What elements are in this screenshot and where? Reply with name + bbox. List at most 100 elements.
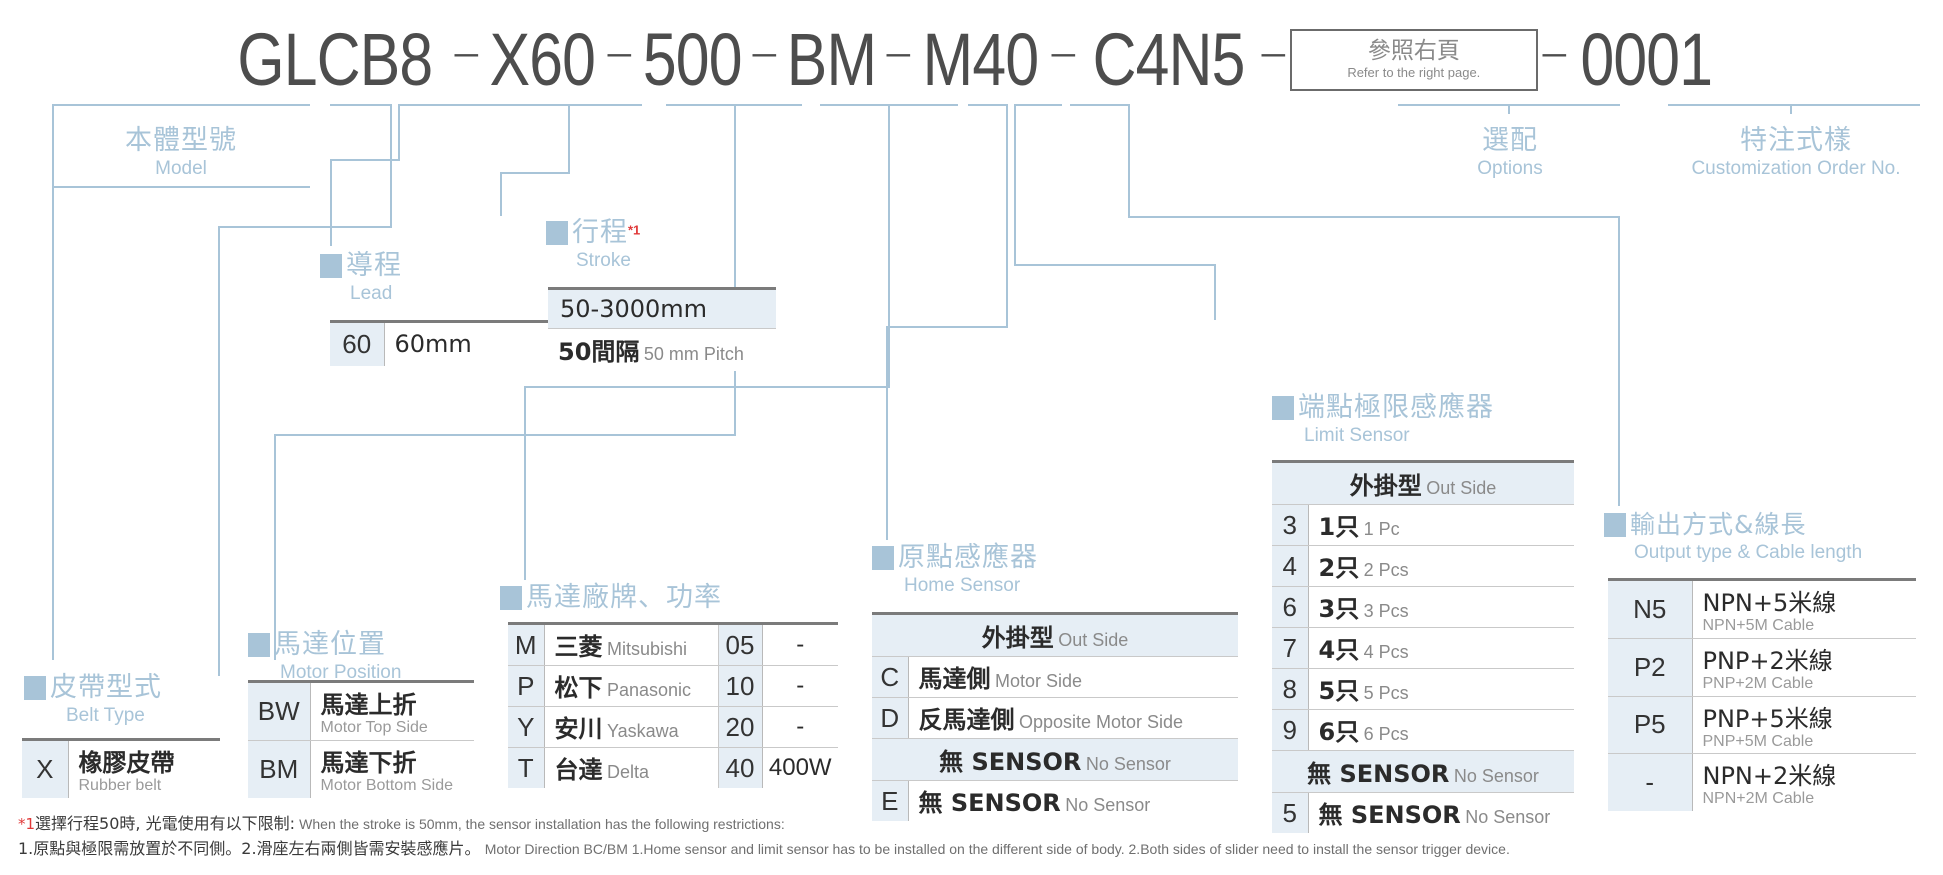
table-row: D 反馬達側 Opposite Motor Side [872, 697, 1238, 739]
leader-line [1508, 104, 1510, 114]
motor-position-code: BM [248, 740, 311, 798]
limit-sensor-cn: 5只 [1318, 677, 1360, 705]
table-row: T 台達 Delta 40 400W [508, 747, 838, 788]
footnote-line-1: *1選擇行程50時, 光電使用有以下限制: When the stroke is… [18, 812, 1938, 836]
home-sensor-code: D [872, 697, 909, 739]
motor-power-code: 40 [718, 747, 763, 788]
section-limit-sensor: 端點極限感應器 Limit Sensor [1272, 385, 1494, 447]
leader-line [218, 226, 392, 228]
motor-brand-value: 松下 Panasonic [544, 665, 719, 707]
table-home-sensor: 外掛型 Out Side C 馬達側 Motor Side D 反馬達側 Opp… [872, 612, 1238, 821]
code-segment-model: GLCB8 [237, 18, 433, 101]
home-sensor-en: No Sensor [1065, 795, 1151, 815]
table-row: 50-3000mm [548, 288, 776, 329]
section-belt-type-en: Belt Type [66, 705, 145, 726]
table-motor-position: BW 馬達上折 Motor Top Side BM 馬達下折 Motor Bot… [248, 680, 474, 798]
code-segment-stroke: 500 [642, 18, 742, 101]
motor-position-cn: 馬達下折 [320, 748, 417, 777]
home-sensor-code: C [872, 656, 909, 698]
section-limit-sensor-cn: 端點極限感應器 [1298, 392, 1494, 423]
limit-sensor-en: 1 Pc [1363, 519, 1400, 539]
leader-line [398, 104, 400, 159]
section-belt-type: 皮帶型式 Belt Type [24, 665, 162, 727]
leader-line [1014, 264, 1214, 266]
motor-power-code: 05 [718, 623, 763, 666]
leader-line [1128, 216, 1618, 218]
leader-line [1618, 216, 1620, 506]
limit-sensor-code: 7 [1272, 627, 1309, 669]
output-type-value: PNP+2米線 PNP+2M Cable [1692, 638, 1916, 697]
section-lead: 導程 Lead [320, 243, 402, 305]
output-type-code: P5 [1608, 696, 1693, 755]
limit-sensor-code: 4 [1272, 545, 1309, 587]
limit-sensor-cn: 4只 [1318, 636, 1360, 664]
section-lead-en: Lead [350, 283, 393, 304]
table-row: 外掛型 Out Side [1272, 461, 1574, 505]
table-row: C 馬達側 Motor Side [872, 656, 1238, 698]
code-separator: - [748, 42, 780, 65]
motor-brand-cn: 安川 [554, 715, 603, 743]
code-separator: - [1538, 42, 1570, 65]
code-segment-motor-position: BM [786, 18, 876, 101]
home-sensor-value: 無 SENSOR No Sensor [908, 781, 1238, 822]
output-type-cn: NPN+5米線 [1702, 589, 1837, 617]
home-sensor-group2-en: No Sensor [1085, 754, 1171, 774]
limit-sensor-cn: 2只 [1318, 554, 1360, 582]
stroke-pitch: 50間隔 50 mm Pitch [548, 329, 776, 371]
leader-line [524, 386, 526, 580]
home-sensor-code: E [872, 780, 909, 821]
output-type-cn: PNP+5米線 [1702, 704, 1833, 733]
table-row: 無 SENSOR No Sensor [872, 738, 1238, 781]
footnote-line1-cn: 選擇行程50時, 光電使用有以下限制: [35, 814, 295, 833]
section-model: 本體型號 Model [78, 118, 284, 180]
output-type-code: - [1608, 753, 1693, 812]
section-home-sensor-en: Home Sensor [904, 575, 1021, 596]
table-output-type: N5 NPN+5米線 NPN+5M Cable P2 PNP+2米線 PNP+2… [1608, 578, 1916, 812]
motor-brand-code: T [508, 747, 545, 788]
bullet-square-icon [546, 221, 568, 245]
section-motor-position-cn: 馬達位置 [274, 629, 386, 660]
lead-code: 60 [330, 321, 385, 366]
limit-sensor-code: 9 [1272, 709, 1309, 751]
limit-sensor-group1-cn: 外掛型 [1349, 472, 1422, 500]
motor-power-value: 400W [768, 754, 832, 781]
stroke-pitch-en: 50 mm Pitch [643, 343, 744, 364]
motor-position-cn: 馬達上折 [320, 691, 417, 719]
section-stroke-note: *1 [628, 222, 641, 238]
table-row: 8 5只 5 Pcs [1272, 668, 1574, 710]
leader-line [734, 104, 736, 434]
leader-line [1006, 104, 1008, 326]
table-row: 4 2只 2 Pcs [1272, 545, 1574, 587]
footnote-line1-en: When the stroke is 50mm, the sensor inst… [299, 816, 785, 832]
limit-sensor-en: 2 Pcs [1363, 560, 1409, 580]
limit-sensor-value: 6只 6 Pcs [1308, 709, 1574, 751]
stroke-pitch-cn: 50間隔 [558, 337, 640, 366]
lead-value: 60mm [384, 322, 558, 366]
table-row: 5 無 SENSOR No Sensor [1272, 792, 1574, 833]
leader-line [886, 326, 1008, 328]
section-options-en: Options [1477, 158, 1543, 179]
limit-sensor-en: 4 Pcs [1363, 642, 1409, 662]
leader-line [886, 326, 888, 540]
section-customization-cn: 特注式樣 [1740, 125, 1852, 156]
limit-sensor-group2-en: No Sensor [1453, 766, 1539, 786]
leader-line [1668, 104, 1920, 106]
limit-sensor-en: No Sensor [1465, 807, 1551, 827]
home-sensor-cn: 無 SENSOR [918, 789, 1061, 817]
table-row: 50間隔 50 mm Pitch [548, 329, 776, 371]
bullet-square-icon [500, 586, 522, 610]
output-type-code: P2 [1608, 638, 1693, 697]
footnote-line2-cn: 1.原點與極限需放置於不同側。2.滑座左右兩側皆需安裝感應片。 [18, 838, 481, 858]
leader-line [330, 104, 390, 106]
motor-brand-en: Delta [606, 762, 649, 782]
section-home-sensor: 原點感應器 Home Sensor [872, 535, 1038, 597]
home-sensor-group1-cn: 外掛型 [981, 624, 1054, 652]
table-row: 6 3只 3 Pcs [1272, 586, 1574, 628]
table-lead: 60 60mm [330, 320, 558, 366]
lead-value-cn: 60mm [394, 329, 472, 358]
motor-power-code: 20 [718, 706, 763, 748]
leader-line [218, 226, 220, 676]
limit-sensor-group2-cn: 無 SENSOR [1307, 760, 1450, 788]
limit-sensor-value: 5只 5 Pcs [1308, 668, 1574, 710]
leader-line [1790, 104, 1792, 114]
